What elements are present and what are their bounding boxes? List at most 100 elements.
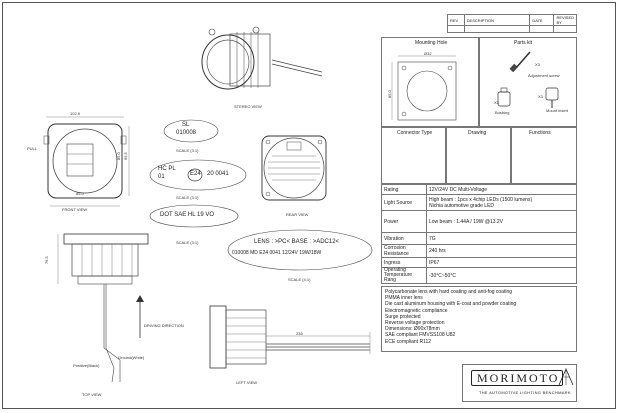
stereo-view-drawing bbox=[201, 26, 323, 90]
connector-type-panel bbox=[381, 127, 446, 184]
revision-table: REV DESCRIPTION DATE REVISED BY bbox=[447, 14, 577, 33]
spec-row: Power Low beam : 1.44A / 19W @13.2V bbox=[381, 210, 577, 233]
spec-key: Vibration bbox=[381, 232, 427, 245]
feature-item: Electromagnetic compliance bbox=[385, 307, 448, 314]
logo-frame bbox=[471, 370, 563, 386]
rear-view-drawing bbox=[261, 135, 327, 201]
date-header: DATE bbox=[529, 14, 555, 26]
front-view-label: FRONT VIEW bbox=[62, 207, 88, 212]
spec-value: High beam : 1pcs x 4chip LEDs (1500 lume… bbox=[429, 196, 533, 203]
dot-marking: DOT SAE HL 19 VO bbox=[160, 212, 215, 218]
hc-marking-ellipse bbox=[149, 159, 247, 191]
feature-item: PMMA inner lens bbox=[385, 295, 423, 302]
connector-type-title: Connector Type bbox=[397, 130, 433, 136]
feature-item: Polycarbonate lens with hard coating and… bbox=[385, 289, 513, 295]
drawing-panel bbox=[446, 127, 511, 184]
spec-key: Ingress bbox=[381, 257, 427, 268]
hc-line1: HC PL bbox=[158, 166, 176, 172]
brand-tagline: THE AUTOMOTIVE LIGHTING BENCHMARK bbox=[479, 390, 571, 395]
spec-row: Ingress IP67 bbox=[381, 257, 577, 268]
mounting-hole-drawing bbox=[391, 55, 457, 121]
rear-view-label: REAR VIEW bbox=[286, 212, 309, 217]
sl-line2: 010008 bbox=[176, 130, 197, 136]
specs-table: Rating 12V/24V DC Multi-Voltage Light So… bbox=[381, 184, 577, 284]
lens-line1: LENS : >PC< BASE : >ADC12< bbox=[254, 239, 340, 245]
top-view-label: TOP VIEW bbox=[82, 392, 102, 397]
feature-item: Die cast aluminum housing with E-coat an… bbox=[385, 301, 517, 308]
spec-row: Rating 12V/24V DC Multi-Voltage bbox=[381, 184, 577, 195]
front-side-label: PULL bbox=[27, 146, 38, 151]
spec-row: Light Source High beam : 1pcs x 4chip LE… bbox=[381, 194, 577, 211]
mounting-hole-panel bbox=[381, 37, 479, 127]
lens-line2: 010008 MD E24 0041 12/24V 19W/18W bbox=[232, 250, 322, 256]
spec-value: 240 hrs bbox=[426, 244, 577, 258]
spec-row: Vibration 7G bbox=[381, 232, 577, 245]
description-header: DESCRIPTION bbox=[463, 14, 531, 26]
driving-direction-arrow bbox=[136, 295, 144, 338]
bushing-qty: X3 bbox=[494, 100, 499, 105]
spec-key: Light Source bbox=[381, 194, 427, 211]
dim-height-inner: 65.5 bbox=[123, 152, 128, 160]
dim-width-bottom: 85.0 bbox=[76, 191, 84, 196]
logo-sun-icon bbox=[558, 368, 574, 386]
left-view-label: LEFT VIEW bbox=[236, 380, 258, 385]
revised-by-header: REVISED BY bbox=[553, 14, 577, 26]
dim-width-top: 102.9 bbox=[70, 111, 81, 116]
scale-label-1: SCALE (3:1) bbox=[176, 148, 199, 153]
front-view-drawing bbox=[43, 116, 130, 207]
rev-header: REV bbox=[447, 14, 465, 26]
drawing-title: Drawing bbox=[468, 130, 487, 136]
spec-value: 12V/24V DC Multi-Voltage bbox=[426, 184, 577, 195]
parts-kit-drawing bbox=[497, 51, 559, 108]
stereo-view-label: STEREO VIEW bbox=[234, 104, 262, 109]
spec-key: Power bbox=[381, 210, 427, 233]
adj-screw-qty: X3 bbox=[535, 62, 540, 67]
feature-item: SAE compliant FMVSS108 U82 bbox=[385, 332, 456, 339]
feature-item: ECE compliant R112 bbox=[385, 338, 432, 345]
feature-item: Reverse voltage protection bbox=[385, 320, 445, 327]
feature-item: Dimensions: Ø90x78mm bbox=[385, 326, 440, 333]
spec-value-cell: High beam : 1pcs x 4chip LEDs (1500 lume… bbox=[426, 194, 577, 211]
bushing-label: Bushing bbox=[495, 110, 510, 115]
mount-dim-b: 85.0 bbox=[387, 90, 392, 98]
spec-value: IP67 bbox=[426, 257, 577, 268]
spec-value-2: Nichia automotive grade LED bbox=[429, 202, 495, 209]
spec-key: Operating Temperature Rang bbox=[381, 267, 427, 284]
dim-top-height: 76.5 bbox=[44, 256, 49, 264]
scale-label-4: SCALE (4:1) bbox=[288, 277, 311, 282]
top-view-drawing bbox=[57, 233, 149, 383]
left-view-drawing bbox=[209, 305, 371, 369]
features-list: Polycarbonate lens with hard coating and… bbox=[381, 286, 577, 352]
mount-insert-label: Mount insert bbox=[546, 108, 569, 113]
sl-marking-ellipse bbox=[163, 119, 219, 143]
spec-value: -30°C~50°C bbox=[426, 267, 577, 284]
brand-name: MORIMOTO bbox=[477, 371, 560, 385]
hc-line2: 01 bbox=[158, 174, 165, 180]
spec-value: 7G bbox=[426, 232, 577, 245]
driving-direction-label: DRIVING DIRECTION bbox=[144, 323, 184, 328]
functions-title: Functions bbox=[529, 130, 551, 136]
mounting-hole-title: Mounting Hole bbox=[415, 40, 448, 46]
spec-key: Corrosion Resistance bbox=[381, 244, 427, 258]
brand-logo-box: MORIMOTO THE AUTOMOTIVE LIGHTING BENCHMA… bbox=[462, 364, 577, 402]
spec-row: Operating Temperature Rang -30°C~50°C bbox=[381, 267, 577, 284]
spec-value: Low beam : 1.44A / 19W @13.2V bbox=[426, 210, 577, 233]
dot-marking-ellipse bbox=[149, 204, 239, 228]
parts-kit-title: Parts kit bbox=[514, 40, 533, 46]
drawing-sheet-border bbox=[2, 2, 616, 409]
lens-marking-ellipse bbox=[227, 229, 373, 271]
spec-key: Rating bbox=[381, 184, 427, 195]
spec-row: Corrosion Resistance 240 hrs bbox=[381, 244, 577, 258]
parts-kit-panel bbox=[479, 37, 577, 127]
dim-cable-length: 235 bbox=[296, 331, 303, 336]
dim-height-outer: 85.0 bbox=[116, 152, 121, 160]
positive-wire-label: Positive(Black) bbox=[73, 363, 100, 368]
scale-label-3: SCALE (3:1) bbox=[176, 240, 199, 245]
hc-number: 20 0041 bbox=[207, 171, 229, 177]
insert-qty: X3 bbox=[538, 94, 543, 99]
sl-line1: SL bbox=[182, 122, 190, 128]
functions-panel bbox=[511, 127, 577, 184]
mount-dim-a: Ø32 bbox=[424, 51, 432, 56]
feature-item: Surge protected bbox=[385, 313, 421, 320]
adjustment-screw-label: Adjustment screw bbox=[528, 73, 560, 78]
